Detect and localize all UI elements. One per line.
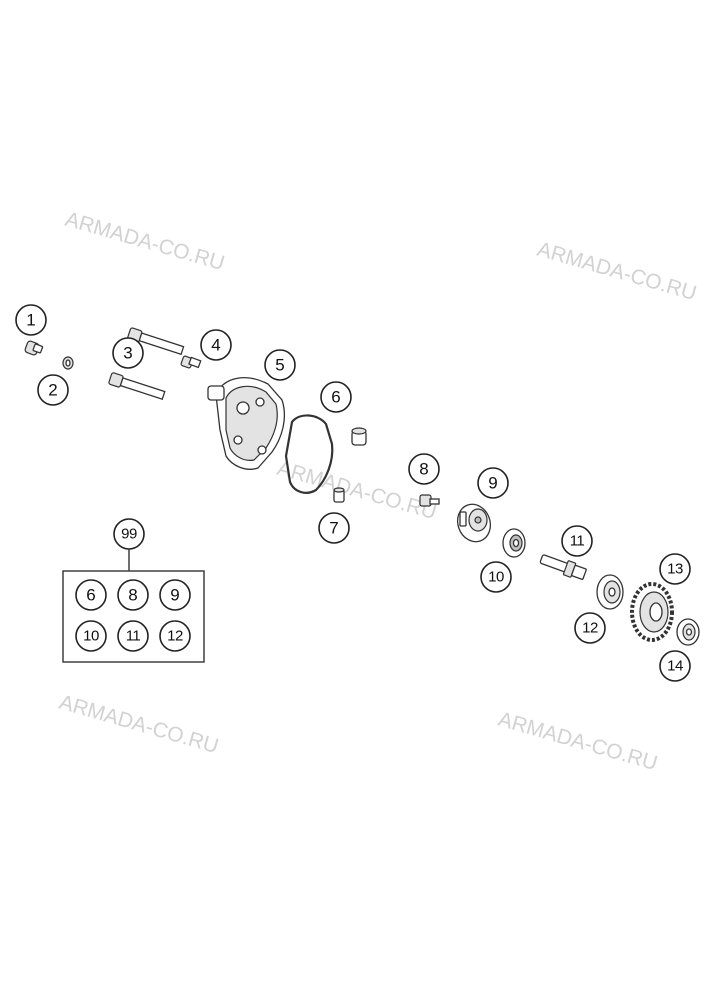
bolts-3 xyxy=(108,327,185,401)
callout-2: 2 xyxy=(37,374,69,406)
screw-1 xyxy=(24,340,44,356)
svg-text:13: 13 xyxy=(667,561,683,578)
watermark: ARMADA-CO.RU xyxy=(496,708,660,775)
watermark: ARMADA-CO.RU xyxy=(63,208,227,275)
impeller-9 xyxy=(456,503,492,543)
kit-item: 12 xyxy=(159,620,191,652)
bearing-14 xyxy=(676,618,700,646)
svg-text:12: 12 xyxy=(167,628,183,645)
callout-3: 3 xyxy=(112,337,144,369)
svg-text:99: 99 xyxy=(121,526,137,543)
sleeve-6 xyxy=(351,427,367,446)
callout-11: 11 xyxy=(561,525,593,557)
svg-text:11: 11 xyxy=(570,533,585,550)
svg-text:9: 9 xyxy=(488,474,497,493)
kit-item: 8 xyxy=(117,579,149,611)
svg-text:3: 3 xyxy=(123,344,132,363)
screw-8 xyxy=(419,494,440,507)
gear-13 xyxy=(630,582,674,642)
svg-text:7: 7 xyxy=(329,519,338,538)
svg-text:2: 2 xyxy=(48,381,57,400)
gasket-6 xyxy=(284,414,334,494)
svg-text:6: 6 xyxy=(331,388,340,407)
callout-5: 5 xyxy=(264,349,296,381)
kit-item: 9 xyxy=(159,579,191,611)
svg-text:10: 10 xyxy=(488,569,504,586)
callout-4: 4 xyxy=(200,329,232,361)
washer-2 xyxy=(62,356,74,370)
kit-item: 11 xyxy=(117,620,149,652)
callout-1: 1 xyxy=(15,304,47,336)
kit-box: 99 6 8 9 10 11 12 xyxy=(62,518,205,663)
svg-text:5: 5 xyxy=(275,356,284,375)
svg-text:6: 6 xyxy=(86,586,95,605)
bearing-12 xyxy=(596,574,624,610)
kit-number-callout: 99 xyxy=(113,518,145,550)
callout-13: 13 xyxy=(659,553,691,585)
callout-9: 9 xyxy=(477,467,509,499)
sleeve-7 xyxy=(333,487,345,503)
svg-text:10: 10 xyxy=(83,628,99,645)
watermarks: ARMADA-CO.RU ARMADA-CO.RU ARMADA-CO.RU A… xyxy=(57,208,699,775)
callout-10: 10 xyxy=(480,561,512,593)
svg-text:8: 8 xyxy=(128,586,137,605)
callout-12: 12 xyxy=(574,612,606,644)
watermark: ARMADA-CO.RU xyxy=(535,238,699,305)
kit-item: 6 xyxy=(75,579,107,611)
svg-text:12: 12 xyxy=(582,620,598,637)
kit-item: 10 xyxy=(75,620,107,652)
svg-text:9: 9 xyxy=(170,586,179,605)
callout-14: 14 xyxy=(659,650,691,682)
screw-4 xyxy=(180,355,202,369)
svg-text:11: 11 xyxy=(126,628,141,645)
watermark: ARMADA-CO.RU xyxy=(57,691,221,758)
callout-7: 7 xyxy=(318,512,350,544)
callout-8: 8 xyxy=(408,453,440,485)
pump-cover-5 xyxy=(207,377,286,470)
seal-10 xyxy=(502,528,526,558)
pump-shaft-11 xyxy=(539,554,587,580)
svg-text:8: 8 xyxy=(419,460,428,479)
svg-text:4: 4 xyxy=(211,336,220,355)
svg-text:14: 14 xyxy=(667,658,683,675)
callout-6: 6 xyxy=(320,381,352,413)
svg-text:1: 1 xyxy=(26,311,35,330)
